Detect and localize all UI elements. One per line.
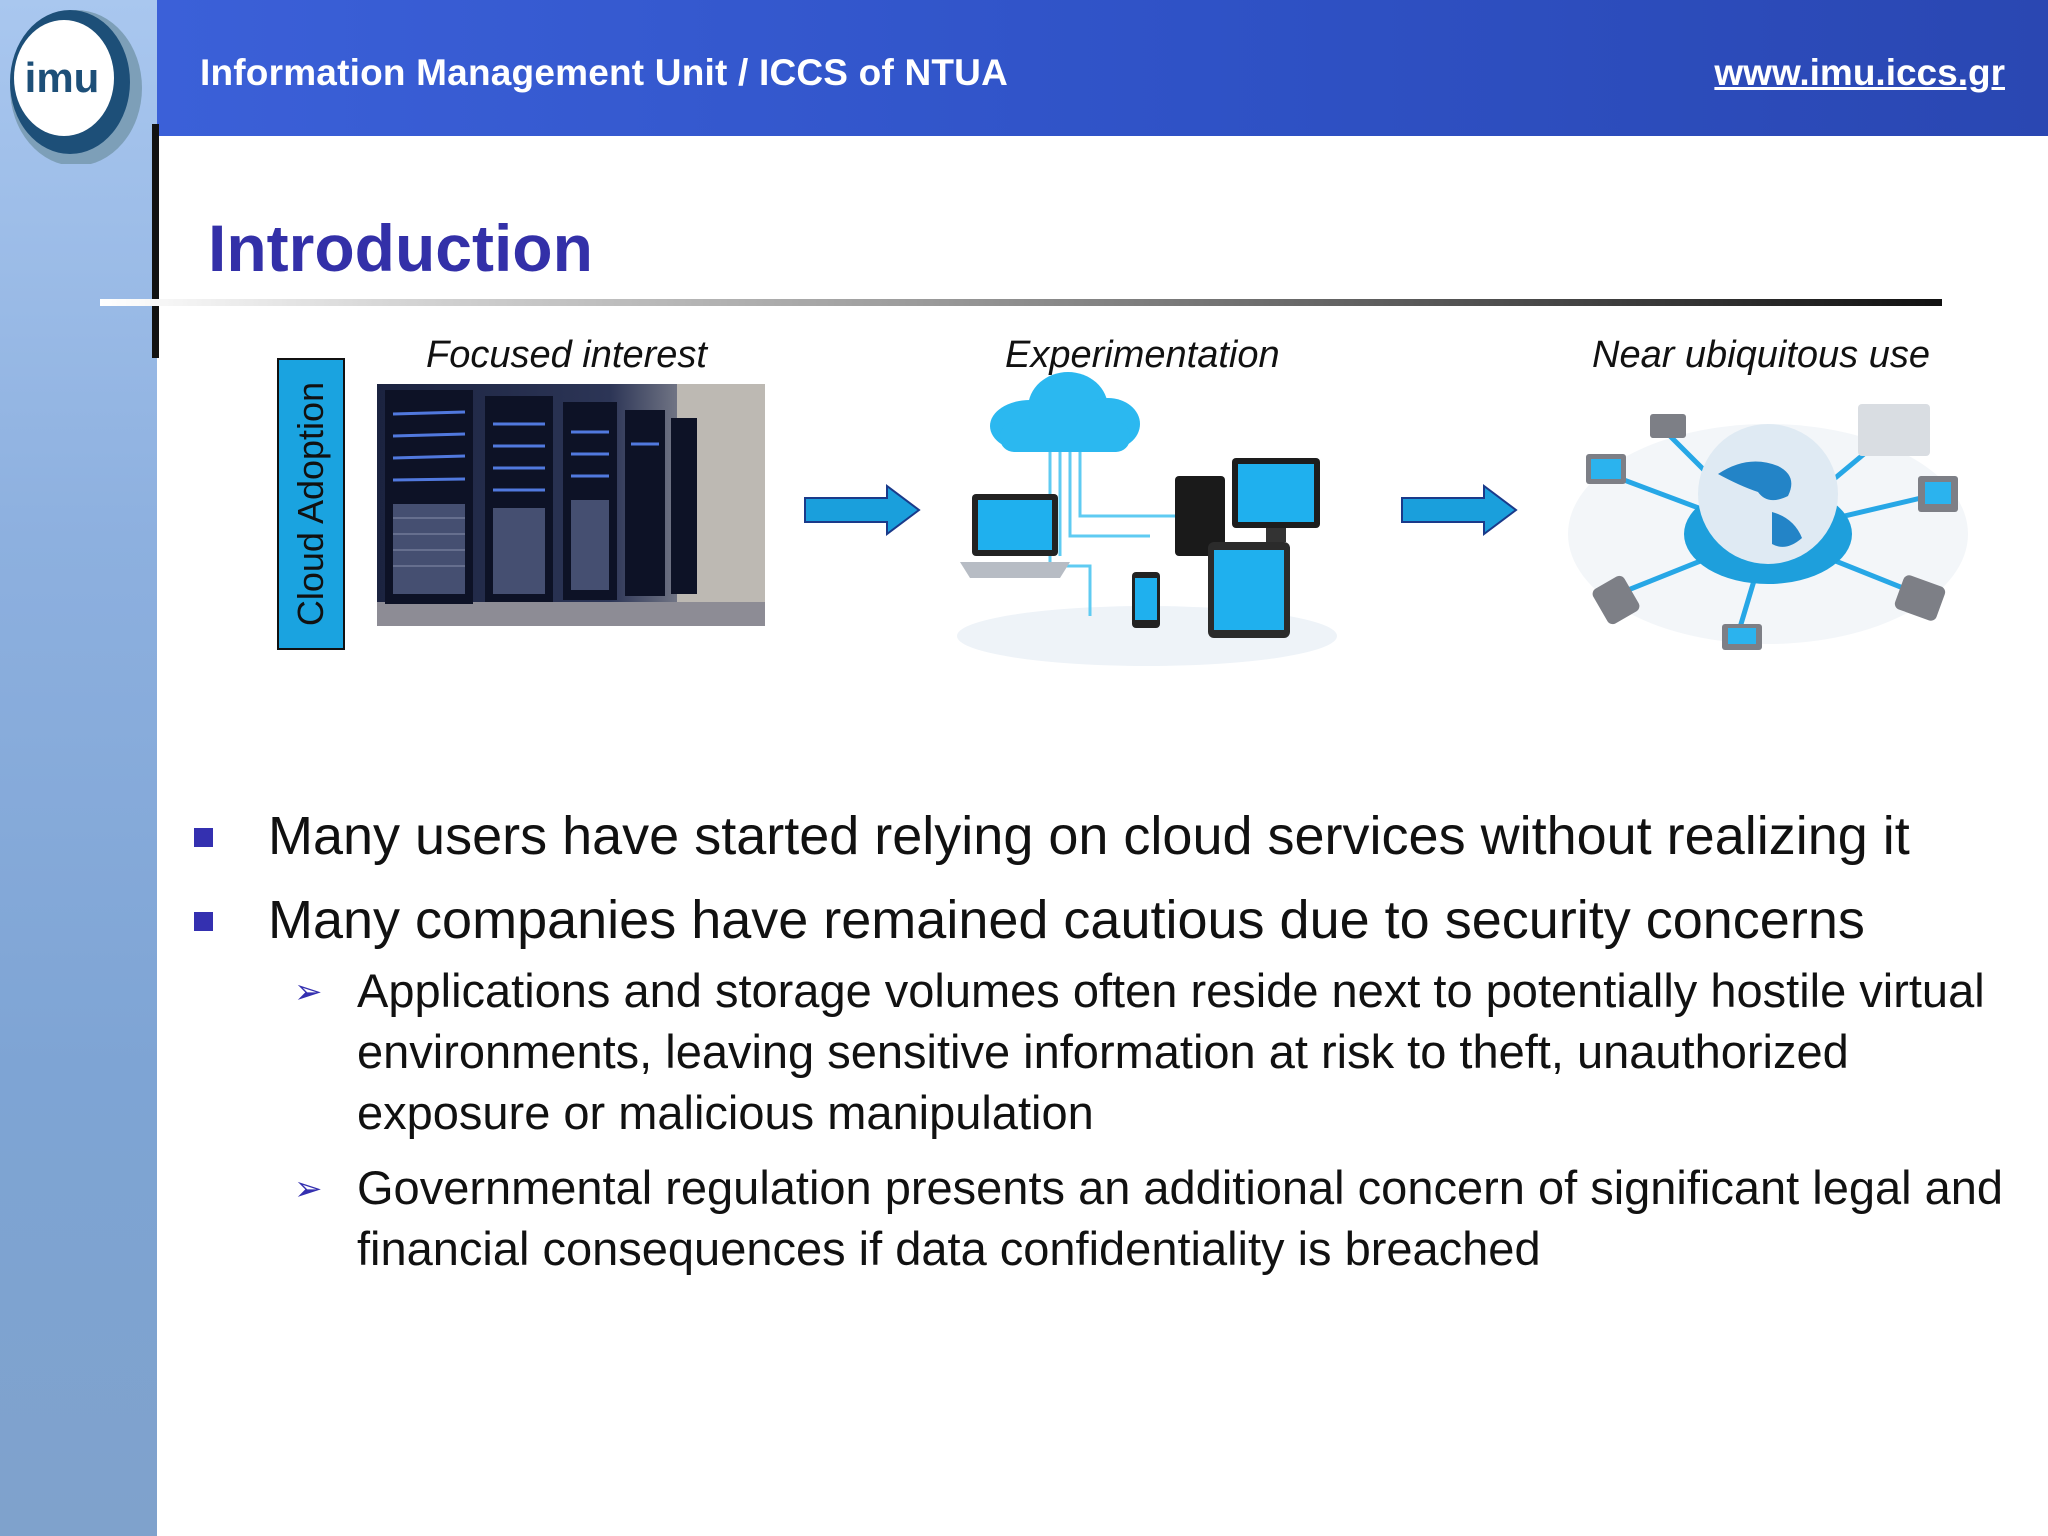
stage-label-experimentation: Experimentation <box>1005 334 1280 376</box>
square-bullet-icon <box>194 912 213 931</box>
bullet-item: Many users have started relying on cloud… <box>190 804 2010 868</box>
left-sidebar <box>0 0 157 1536</box>
sub-bullet-text: Governmental regulation presents an addi… <box>357 1161 2004 1275</box>
cloud-adoption-label: Cloud Adoption <box>290 381 331 627</box>
title-vertical-rule <box>152 124 159 358</box>
sub-bullet-item: ➢ Governmental regulation presents an ad… <box>190 1157 2010 1279</box>
cloud-devices-image <box>957 372 1337 666</box>
header-url-link[interactable]: www.imu.iccs.gr <box>1714 52 2005 93</box>
header-bar: Information Management Unit / ICCS of NT… <box>157 0 2048 136</box>
sub-bullet-item: ➢ Applications and storage volumes often… <box>190 960 2010 1143</box>
arrowhead-bullet-icon: ➢ <box>294 1170 323 1208</box>
title-underline <box>100 299 1942 306</box>
server-racks-image <box>377 384 765 626</box>
sub-bullet-text: Applications and storage volumes often r… <box>357 964 1985 1139</box>
bullet-item: Many companies have remained cautious du… <box>190 888 2010 952</box>
header-org-title: Information Management Unit / ICCS of NT… <box>200 52 1009 93</box>
globe-network-image <box>1568 404 1968 650</box>
svg-text:imu: imu <box>25 54 100 101</box>
bullet-text: Many users have started relying on cloud… <box>268 806 1910 866</box>
cloud-adoption-box: Cloud Adoption <box>277 358 345 650</box>
square-bullet-icon <box>194 828 213 847</box>
stage-label-near-ubiquitous-use: Near ubiquitous use <box>1592 334 1930 376</box>
slide-title: Introduction <box>208 211 593 285</box>
bullet-list: Many users have started relying on cloud… <box>190 804 2010 1293</box>
arrow-right-icon <box>804 484 921 536</box>
arrowhead-bullet-icon: ➢ <box>294 973 323 1011</box>
stage-label-focused-interest: Focused interest <box>426 334 707 376</box>
arrow-right-icon <box>1401 484 1518 536</box>
bullet-text: Many companies have remained cautious du… <box>268 890 1865 950</box>
imu-logo: imu <box>10 10 142 164</box>
